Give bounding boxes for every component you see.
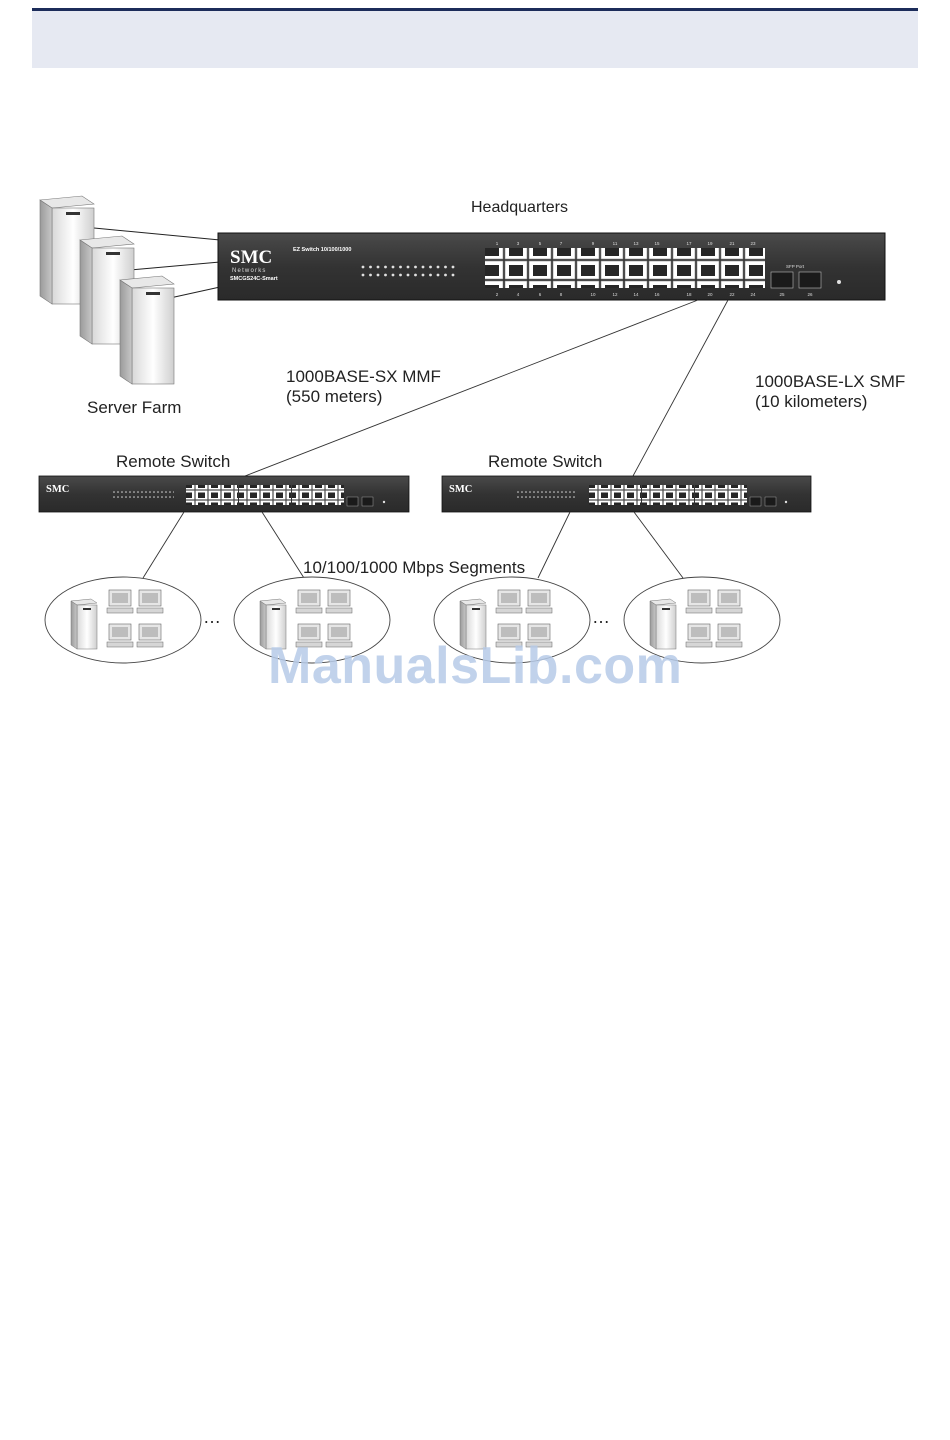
port-number-label: 21 xyxy=(729,241,735,246)
pc-icon xyxy=(137,624,163,647)
pc-icon xyxy=(107,624,133,647)
port-number-label: 22 xyxy=(729,292,735,297)
remote-switch-right: SMC xyxy=(442,476,811,512)
segments-label: 10/100/1000 Mbps Segments xyxy=(303,558,525,578)
remote-switch-left-brand: SMC xyxy=(46,484,69,495)
pc-icon xyxy=(716,590,742,613)
lx-link-distance: (10 kilometers) xyxy=(755,392,905,412)
port-number-label: 15 xyxy=(654,241,660,246)
sfp-port-label: SFP Port xyxy=(786,264,805,269)
sfp-number-label: 25 xyxy=(779,292,785,297)
remote-switch-right-label: Remote Switch xyxy=(488,452,602,472)
hq-switch-series: EZ Switch 10/100/1000 xyxy=(293,247,351,253)
lx-link-type: 1000BASE-LX SMF xyxy=(755,372,905,392)
pc-icon xyxy=(326,590,352,613)
pc-icon xyxy=(686,624,712,647)
pc-icon xyxy=(296,590,322,613)
pc-icon xyxy=(716,624,742,647)
server-tower-icon xyxy=(120,276,174,384)
sfp-number-label: 26 xyxy=(807,292,813,297)
port-number-label: 18 xyxy=(686,292,692,297)
port-number-label: 19 xyxy=(707,241,713,246)
hq-switch-brand: SMC xyxy=(230,247,272,268)
pc-icon xyxy=(496,590,522,613)
headquarters-switch: SMC Networks EZ Switch 10/100/1000 SMCGS… xyxy=(218,233,885,300)
segment-ellipsis-right: … xyxy=(592,607,610,627)
headquarters-label: Headquarters xyxy=(471,199,568,217)
pc-icon xyxy=(137,590,163,613)
hq-switch-model: SMCGS24C-Smart xyxy=(230,276,278,282)
pc-icon xyxy=(526,590,552,613)
watermark: ManualsLib.com xyxy=(268,636,682,696)
segment-cluster xyxy=(45,577,201,663)
server-farm-label: Server Farm xyxy=(87,398,181,418)
remote-switch-left-label: Remote Switch xyxy=(116,452,230,472)
port-number-label: 16 xyxy=(654,292,660,297)
remote-switch-left: SMC xyxy=(39,476,409,512)
port-number-label: 10 xyxy=(590,292,596,297)
sx-link-distance: (550 meters) xyxy=(286,387,441,407)
sx-link-label: 1000BASE-SX MMF (550 meters) xyxy=(286,367,441,406)
port-number-label: 13 xyxy=(633,241,639,246)
remote-switch-right-brand: SMC xyxy=(449,484,472,495)
lx-link-label: 1000BASE-LX SMF (10 kilometers) xyxy=(755,372,905,411)
port-number-label: 23 xyxy=(750,241,756,246)
pc-icon xyxy=(107,590,133,613)
port-number-label: 11 xyxy=(613,241,618,246)
segment-ellipsis-left: … xyxy=(203,607,221,627)
hq-switch-brand-sub: Networks xyxy=(232,268,267,274)
port-number-label: 24 xyxy=(750,292,756,297)
pc-icon xyxy=(686,590,712,613)
port-number-label: 14 xyxy=(633,292,639,297)
port-number-label: 17 xyxy=(686,241,692,246)
server-tower-icon xyxy=(71,599,97,649)
sx-link-type: 1000BASE-SX MMF xyxy=(286,367,441,387)
port-number-label: 12 xyxy=(612,292,618,297)
port-number-label: 20 xyxy=(707,292,713,297)
